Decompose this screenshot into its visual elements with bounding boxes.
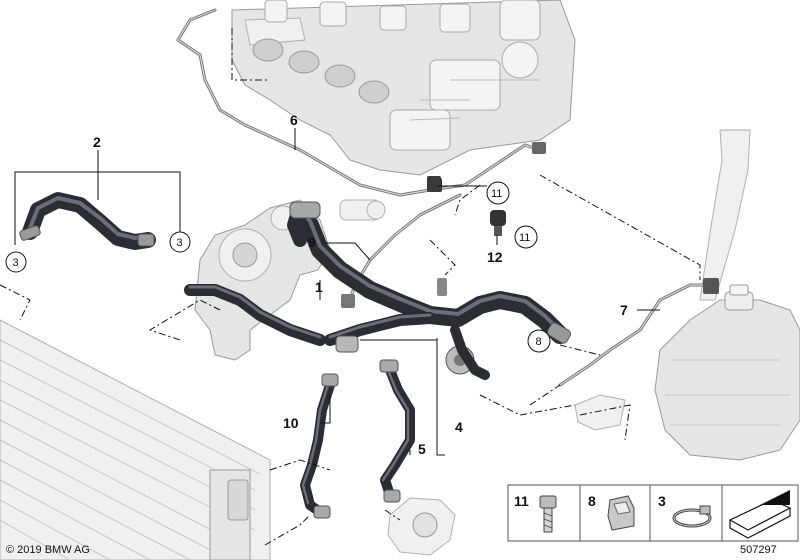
copyright-text: © 2019 BMW AG <box>6 544 90 556</box>
callout-3a-ring <box>5 251 27 273</box>
callout-11b-ring <box>514 225 538 249</box>
callouts: 2 3 3 6 11 11 9 12 1 7 8 10 4 5 <box>5 112 628 457</box>
coolant-pipe-7 <box>558 278 719 387</box>
legend-item-8: 8 <box>588 493 635 531</box>
expansion-tank-illustration <box>574 129 800 461</box>
grommet-part-12 <box>490 210 506 236</box>
callout-2: 2 <box>93 134 101 150</box>
coolant-hose-1 <box>184 201 572 380</box>
callout-3b-ring <box>169 231 191 253</box>
callout-12: 12 <box>487 249 503 265</box>
legend-number-11: 11 <box>514 493 529 509</box>
callout-11a-ring <box>486 181 510 205</box>
coolant-hose-5 <box>379 359 415 503</box>
diagram-number: 507297 <box>740 544 777 556</box>
radiator-illustration <box>0 319 271 560</box>
hose-clamp-icon <box>672 505 712 528</box>
callout-9: 9 <box>308 234 316 250</box>
legend-item-11: 11 <box>514 493 557 533</box>
reference-lines <box>0 28 701 546</box>
water-pump-illustration <box>387 497 456 556</box>
callout-8: 8 <box>536 336 542 348</box>
callout-3b: 3 <box>177 237 183 249</box>
clip-icon <box>607 495 635 531</box>
coolant-hose-2 <box>19 192 156 250</box>
callout-11b: 11 <box>519 232 530 244</box>
callout-10: 10 <box>283 415 299 431</box>
bolt-part-11-upper <box>427 176 441 192</box>
legend-number-8: 8 <box>588 493 596 509</box>
legend-item-3: 3 <box>658 493 712 528</box>
parts-legend: 11 8 3 <box>507 484 799 542</box>
callout-4: 4 <box>455 419 463 435</box>
callout-7: 7 <box>620 302 628 318</box>
callout-8-ring <box>527 329 551 353</box>
callout-5: 5 <box>418 441 426 457</box>
legend-number-3: 3 <box>658 493 666 509</box>
leader-lines <box>14 128 660 456</box>
cylinder-head-illustration <box>231 0 576 176</box>
coolant-hose-10 <box>300 373 339 519</box>
bolt-icon <box>539 495 557 533</box>
symbol-icon <box>728 490 792 539</box>
callout-1: 1 <box>315 279 323 295</box>
callout-11a: 11 <box>491 188 502 200</box>
callout-6: 6 <box>290 112 298 128</box>
callout-3a: 3 <box>13 257 19 269</box>
